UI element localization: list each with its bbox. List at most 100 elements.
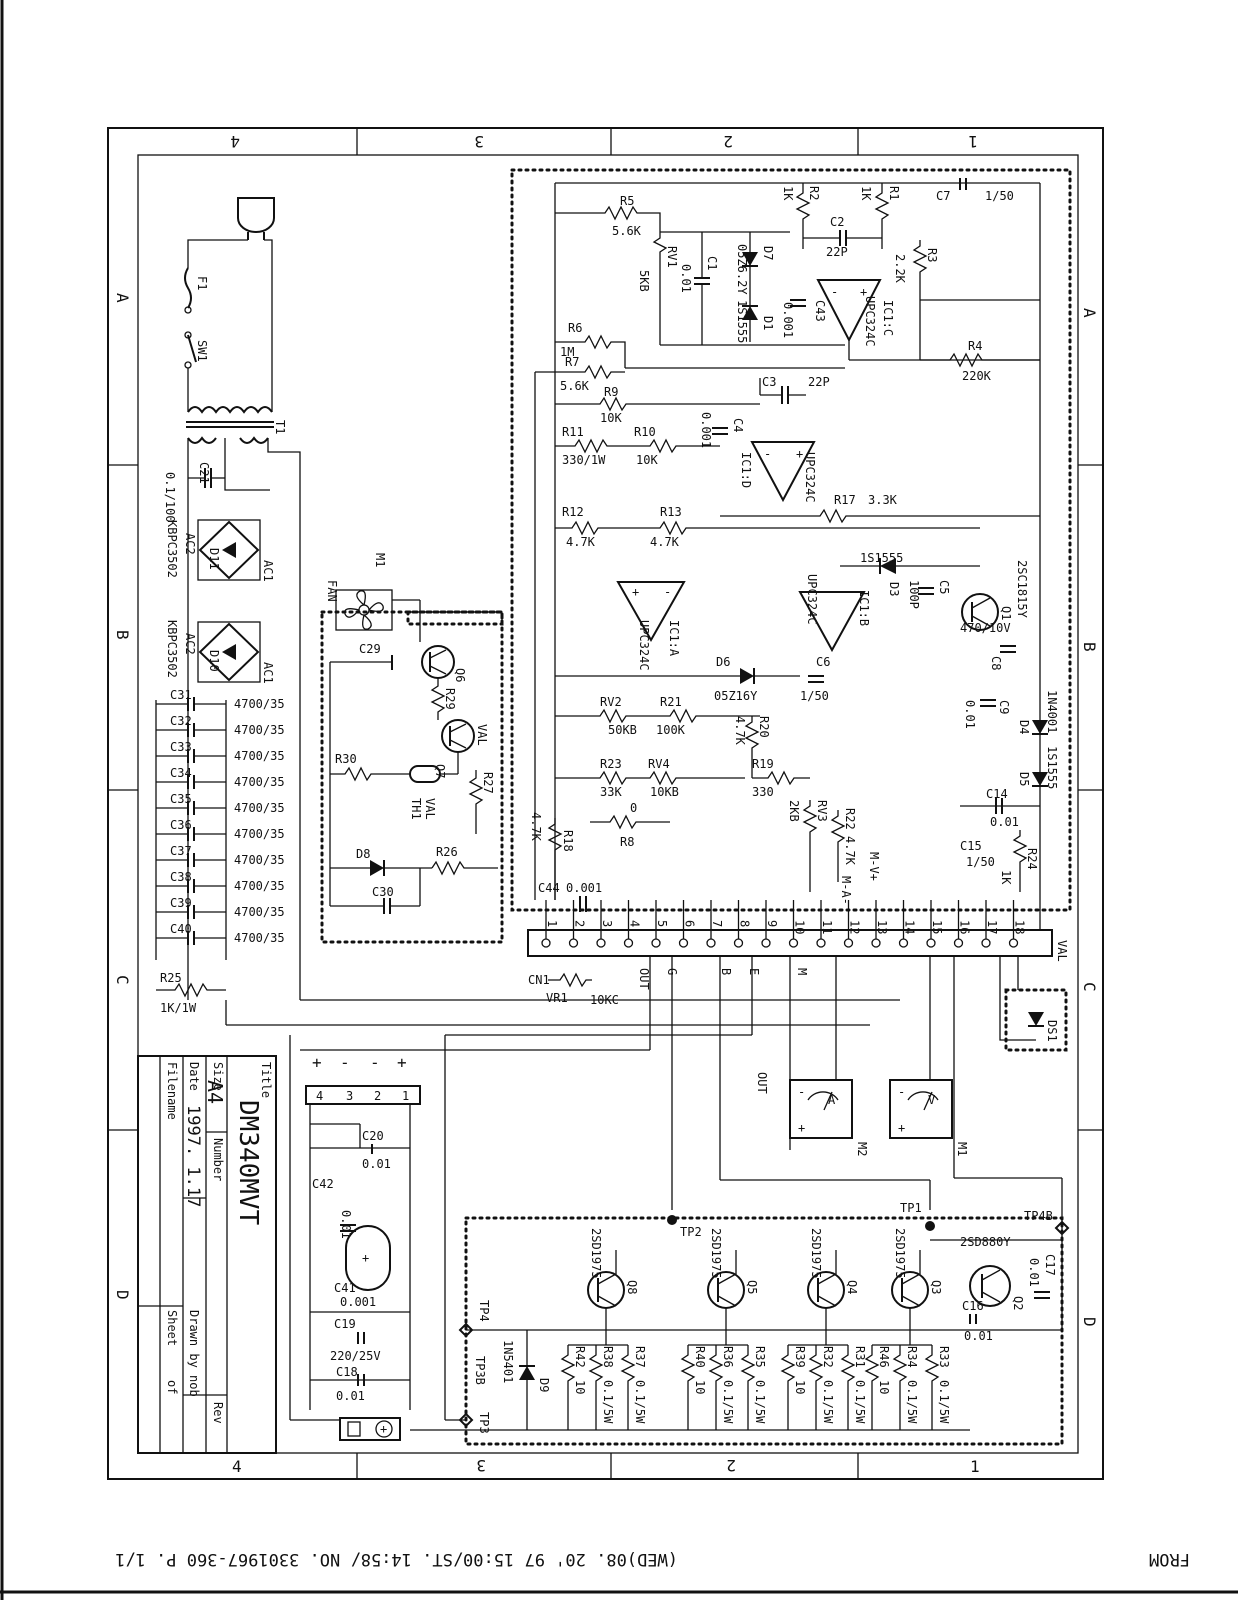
c19-label: C19 <box>334 1317 356 1331</box>
cn1-pin <box>981 938 991 948</box>
switch-icon <box>187 334 197 363</box>
interconnect-wires <box>289 956 1063 1420</box>
c9-label: C9 <box>997 700 1011 714</box>
r12-label: R12 <box>562 505 584 519</box>
output-resistor-value: 0.1/5W <box>853 1380 867 1424</box>
output-transistor-type: 2SD1975 <box>709 1228 723 1279</box>
r9-value: 10K <box>600 411 622 425</box>
c20-label: C20 <box>362 1129 384 1143</box>
m2-minus: - <box>798 1085 805 1099</box>
ic1c-label: IC1:C <box>881 300 895 336</box>
output-resistor-icon <box>620 1345 636 1430</box>
zone-right-C: C <box>1080 982 1099 992</box>
r17-label: R17 <box>834 493 856 507</box>
zone-left-B: B <box>113 630 132 640</box>
output-resistor-value: 10 <box>693 1380 707 1394</box>
zone-top-1: 1 <box>968 132 978 151</box>
rev-label: Rev <box>211 1402 225 1424</box>
c21-label: C21 <box>197 462 211 484</box>
c7-label: C7 <box>936 189 950 203</box>
q6-transistor-icon <box>421 645 455 679</box>
c41-value: 0.001 <box>340 1295 376 1309</box>
filter-cap-value: 4700/35 <box>234 723 285 737</box>
ic1a-label: IC1:A <box>667 620 681 657</box>
r6-value: 1M <box>560 345 574 359</box>
ac1-label-1: AC1 <box>261 560 275 582</box>
output-resistor-icon <box>840 1345 856 1430</box>
d5-label: D5 <box>1017 772 1031 786</box>
output-resistor-label: R33 <box>937 1346 951 1368</box>
c4-label: C4 <box>731 418 745 432</box>
ic1c-opamp-icon <box>816 279 882 343</box>
d9-diode-icon <box>519 1366 535 1380</box>
c41-capacitor-icon <box>345 1225 391 1291</box>
ac-plug-icon <box>237 197 275 233</box>
r11-r10-resistor-icons <box>555 438 720 454</box>
rv4-label: RV4 <box>648 757 670 771</box>
sheet-size: A4 <box>203 1080 227 1104</box>
ic1c-plus: + <box>860 285 867 299</box>
cn1-pin-number: 16 <box>958 920 972 934</box>
r22-value: 4.7K <box>843 836 857 866</box>
c2-value: 22P <box>826 245 848 259</box>
cn1-pin <box>898 938 909 948</box>
r24-value: 1K <box>999 870 1013 885</box>
output-resistor-label: R42 <box>573 1346 587 1368</box>
post-plus: + <box>380 1422 387 1436</box>
c14-label: C14 <box>986 787 1008 801</box>
output-transistor-type: 2SD1975 <box>809 1228 823 1279</box>
d7-label: D7 <box>761 246 775 260</box>
term-2-sign: - <box>340 1053 350 1072</box>
c8-value: 470/10V <box>960 621 1011 635</box>
c41-label: C41 <box>334 1281 356 1295</box>
r2-label: R2 <box>807 186 821 200</box>
c43-value: 0.001 <box>781 302 795 338</box>
output-transistor-label: Q4 <box>845 1280 859 1294</box>
output-resistor-icon <box>708 1345 724 1430</box>
sw1-label: SW1 <box>195 340 209 362</box>
cn1-pin-number: 12 <box>848 920 862 934</box>
cn1-pin <box>596 938 606 948</box>
c41-plus: + <box>362 1251 369 1265</box>
bridge-rectifier-d11-icon <box>198 520 260 580</box>
c3-value: 22P <box>808 375 830 389</box>
c2-label: C2 <box>830 215 844 229</box>
r18-value: 4.7K <box>529 812 543 842</box>
d10-label: D10 <box>207 650 221 672</box>
cn-out-label: OUT <box>637 968 651 990</box>
ic1d-plus: + <box>796 447 803 461</box>
rv2-label: RV2 <box>600 695 622 709</box>
filter-cap-label: C39 <box>170 896 192 910</box>
r9-resistor-icon <box>555 396 760 412</box>
vr1-pot-icon <box>548 972 592 988</box>
r19-label: R19 <box>752 757 774 771</box>
m1-fan-label: M1 <box>373 553 387 567</box>
output-resistor-value: 0.1/5W <box>633 1380 647 1424</box>
d1-diode-icon <box>742 306 758 320</box>
r23-value: 33K <box>600 785 622 799</box>
c19-value: 220/25V <box>330 1349 381 1363</box>
ic1d-type: UPC324C <box>803 452 817 503</box>
d11-label: D11 <box>207 548 221 570</box>
fax-line: (WED)08. 20' 97 15:00/ST. 14:58/ NO. 330… <box>115 1549 678 1569</box>
filter-cap-label: C33 <box>170 740 192 754</box>
r7-value: 5.6K <box>560 379 590 393</box>
cn1-pin <box>953 938 964 948</box>
zone-top-2: 2 <box>723 132 733 151</box>
filter-cap-label: C35 <box>170 792 192 806</box>
r10-label: R10 <box>634 425 656 439</box>
cn1-pin <box>651 938 661 948</box>
term-pin-3: 3 <box>346 1089 353 1103</box>
bridge-rectifier-d10-icon <box>198 622 260 682</box>
cn1-pin <box>678 938 689 948</box>
r7-label: R7 <box>565 355 579 369</box>
output-resistor-label: R38 <box>601 1346 615 1368</box>
r24-resistor-icon <box>1012 830 1028 892</box>
c5-label: C5 <box>937 580 951 594</box>
q2-label: Q2 <box>1011 1296 1025 1310</box>
